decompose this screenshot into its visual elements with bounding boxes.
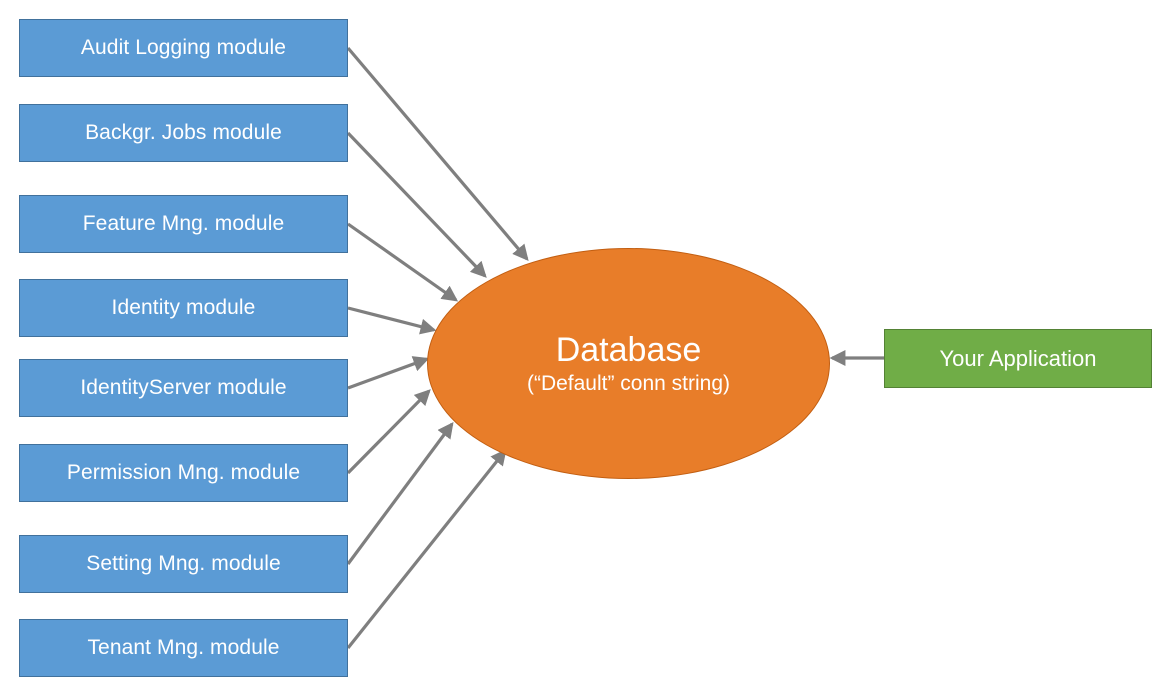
module-box[interactable]: Permission Mng. module (19, 444, 348, 502)
module-label: Feature Mng. module (82, 212, 285, 236)
module-box[interactable]: Identity module (19, 279, 348, 337)
module-to-database-arrow (346, 46, 529, 261)
module-box[interactable]: Audit Logging module (19, 19, 348, 77)
your-application-label: Your Application (939, 345, 1097, 371)
database-connection-string-label: (“Default” conn string) (526, 371, 731, 395)
module-box[interactable]: IdentityServer module (19, 359, 348, 417)
module-label: Setting Mng. module (86, 552, 281, 576)
module-to-database-arrow (346, 131, 487, 278)
database-node[interactable]: Database (“Default” conn string) (427, 248, 830, 479)
database-title: Database (555, 330, 702, 369)
module-label: IdentityServer module (80, 376, 287, 400)
module-to-database-arrow (347, 306, 437, 335)
your-application-node[interactable]: Your Application (884, 329, 1152, 388)
module-label: Identity module (111, 296, 256, 320)
module-box[interactable]: Setting Mng. module (19, 535, 348, 593)
module-to-database-arrow (347, 356, 430, 390)
module-label: Backgr. Jobs module (85, 121, 282, 145)
module-label: Permission Mng. module (66, 461, 301, 485)
module-box[interactable]: Backgr. Jobs module (19, 104, 348, 162)
module-to-database-arrow (347, 222, 459, 302)
module-box[interactable]: Feature Mng. module (19, 195, 348, 253)
module-to-database-arrow (346, 389, 431, 475)
module-label: Tenant Mng. module (87, 636, 280, 660)
module-box[interactable]: Tenant Mng. module (19, 619, 348, 677)
module-to-database-arrow (346, 448, 507, 649)
module-to-database-arrow (346, 421, 454, 565)
module-label: Audit Logging module (80, 36, 287, 60)
